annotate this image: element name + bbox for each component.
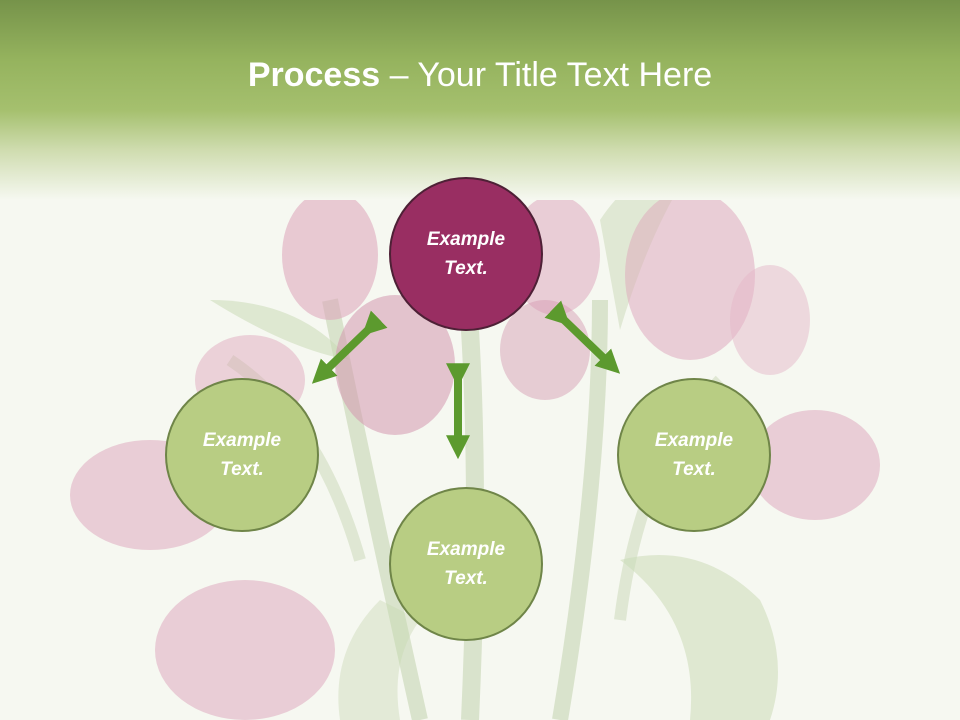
process-node-right: Example Text.: [617, 378, 771, 532]
title-separator: –: [380, 56, 418, 94]
arrow-top-left: [311, 310, 388, 384]
arrow-top-right: [544, 300, 621, 374]
title-bold: Process: [247, 56, 381, 94]
slide-title: Process – Your Title Text Here: [0, 52, 960, 98]
process-node-bottom: Example Text.: [389, 487, 543, 641]
node-label: Example Text.: [426, 229, 506, 279]
title-banner: [0, 0, 960, 200]
process-node-top: Example Text.: [389, 177, 543, 331]
node-label: Example Text.: [202, 430, 282, 480]
node-label: Example Text.: [654, 430, 734, 480]
node-label: Example Text.: [426, 539, 506, 589]
title-rest: Your Title Text Here: [417, 56, 713, 94]
process-node-left: Example Text.: [165, 378, 319, 532]
